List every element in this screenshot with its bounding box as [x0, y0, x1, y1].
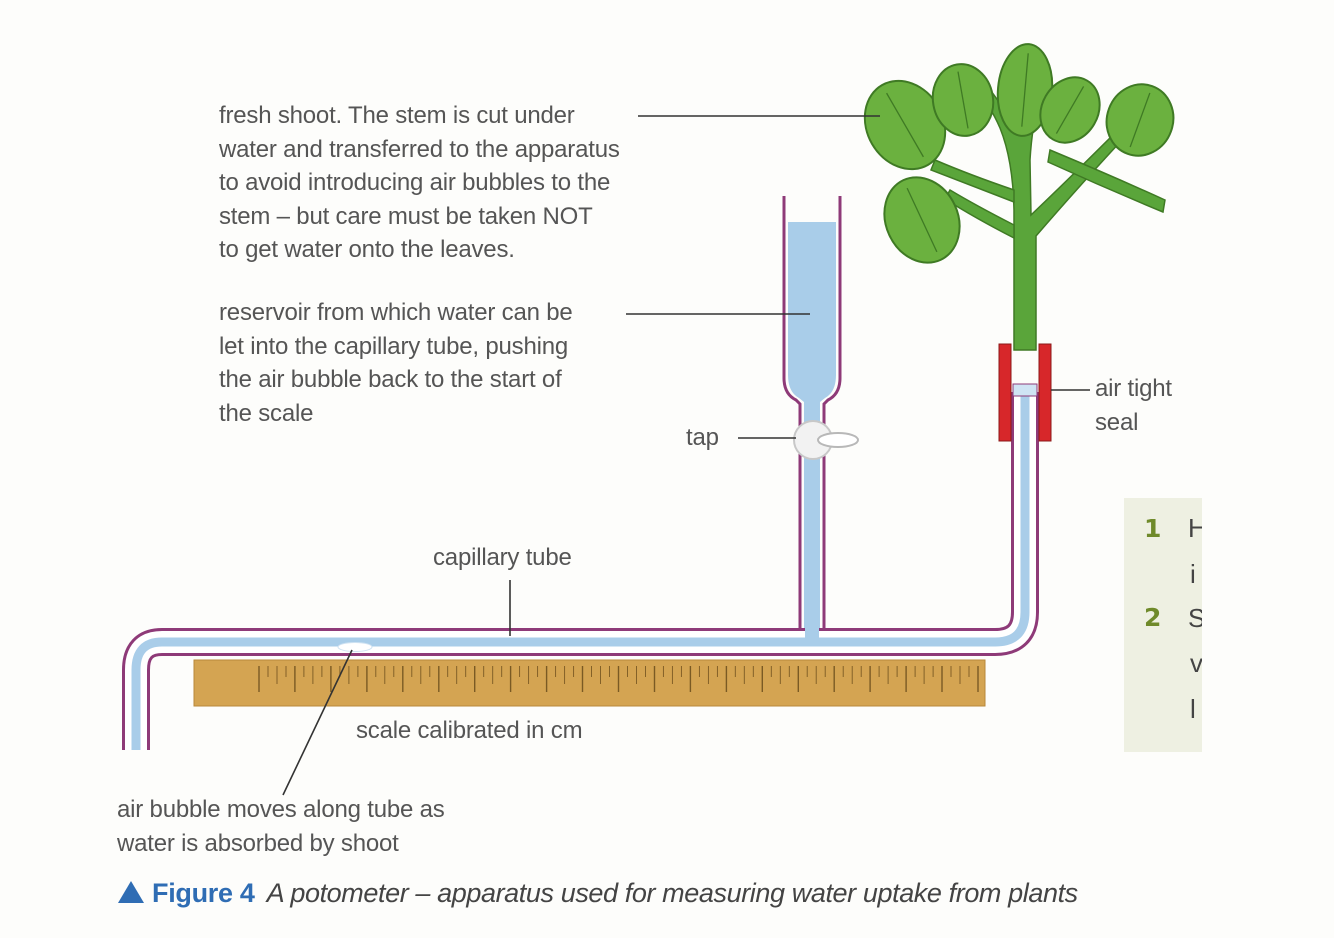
air-bubble-line-1: air bubble moves along tube as — [117, 796, 445, 823]
question-2-text: S — [1188, 603, 1202, 633]
figure-number: Figure 4 — [152, 878, 255, 908]
reservoir — [782, 196, 842, 638]
capillary-tube-water — [131, 392, 1030, 750]
plant-shoot — [863, 43, 1175, 351]
reservoir-line-2: let into the capillary tube, pushing — [219, 332, 569, 360]
questions-panel: 1 H i 2 S v l — [1124, 498, 1202, 752]
plant-branch-right — [1047, 148, 1166, 214]
scale-label: scale calibrated in cm — [356, 717, 583, 744]
scale-ruler — [193, 659, 986, 707]
air-bubble — [337, 642, 373, 652]
question-1-text: H — [1188, 513, 1202, 543]
reservoir-line-3: the air bubble back to the start of — [219, 366, 562, 393]
seal-line-2: seal — [1095, 408, 1139, 436]
air-bubble-label: air bubble moves along tube as water is … — [117, 793, 445, 860]
question-2-continuation-2: l — [1190, 694, 1196, 724]
tap-handle — [817, 432, 859, 448]
question-1-number: 1 — [1144, 514, 1162, 543]
fresh-shoot-line-5: to get water onto the leaves. — [219, 236, 515, 263]
fresh-shoot-line-2: water and transferred to the apparatus — [219, 135, 620, 163]
caption-text: A potometer – apparatus used for measuri… — [266, 878, 1079, 908]
fresh-shoot-line-1: fresh shoot. The stem is cut under — [219, 102, 575, 129]
reservoir-label: reservoir from which water can be let in… — [219, 296, 573, 430]
air-bubble-line-2: water is absorbed by shoot — [117, 829, 399, 857]
leaf-vein — [1021, 53, 1029, 127]
seal-line-1: air tight — [1095, 375, 1172, 402]
question-1-continuation: i — [1190, 559, 1196, 589]
seal-water-cap — [1012, 383, 1038, 397]
scale-body — [193, 659, 986, 707]
tap-valve — [793, 420, 859, 460]
reservoir-junction — [805, 628, 819, 642]
tap-label: tap — [686, 424, 719, 451]
seal-label: air tight seal — [1095, 372, 1172, 439]
air-tight-seal — [998, 343, 1052, 442]
plant-branch-left — [930, 159, 1015, 204]
fresh-shoot-line-3: to avoid introducing air bubbles to the — [219, 169, 611, 196]
question-2-number: 2 — [1144, 603, 1162, 632]
leaf-vein — [886, 92, 924, 158]
reservoir-wall-right — [822, 196, 842, 638]
seal-left-block — [998, 343, 1012, 442]
leaf-vein — [906, 187, 938, 253]
question-2-continuation-1: v — [1190, 648, 1202, 678]
capillary-tube-label: capillary tube — [433, 544, 572, 571]
leaf-vein — [1055, 86, 1085, 134]
reservoir-wall-left — [782, 196, 802, 638]
seal-right-block — [1038, 343, 1052, 442]
leaf-vein — [957, 71, 969, 129]
caption-triangle-icon — [118, 881, 144, 903]
air-bubble-pointer — [282, 649, 353, 796]
leaf-vein — [1129, 92, 1151, 148]
reservoir-line-4: the scale — [219, 399, 314, 427]
fresh-shoot-label: fresh shoot. The stem is cut under water… — [219, 99, 620, 267]
figure-caption: Figure 4 A potometer – apparatus used for… — [118, 878, 1078, 909]
fresh-shoot-line-4: stem – but care must be taken NOT — [219, 202, 593, 230]
reservoir-line-1: reservoir from which water can be — [219, 299, 573, 326]
capillary-tubing — [122, 392, 1039, 750]
